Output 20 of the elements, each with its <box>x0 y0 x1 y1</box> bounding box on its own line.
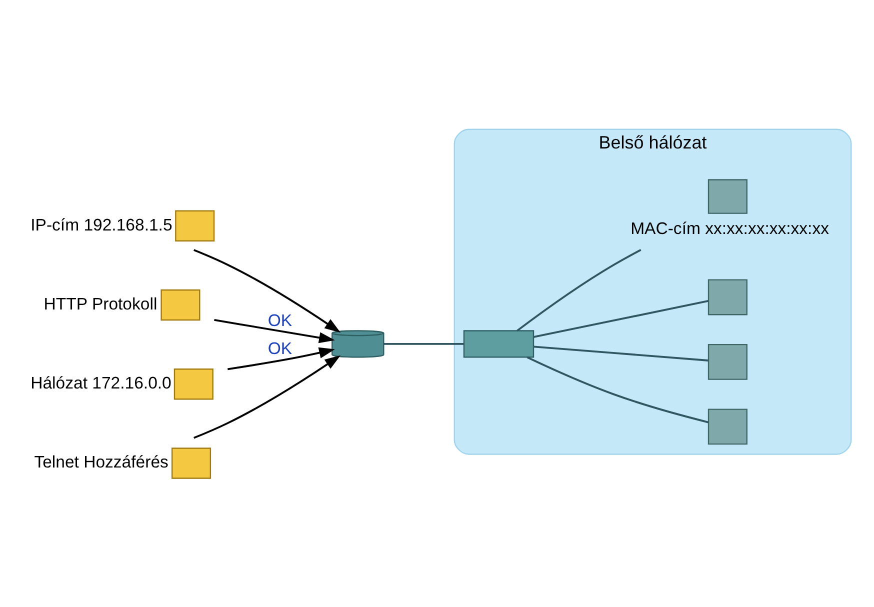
arrow <box>194 355 341 439</box>
node-label: IP-cím 192.168.1.5 <box>30 215 172 234</box>
node-label: Telnet Hozzáférés <box>34 452 168 472</box>
connector <box>526 356 709 424</box>
arrow <box>214 319 335 344</box>
node-label: MAC-cím xx:xx:xx:xx:xx:xx <box>630 218 829 238</box>
connector <box>516 249 642 332</box>
node-box <box>708 344 748 380</box>
edge-label: OK <box>268 311 292 330</box>
connector <box>534 300 708 338</box>
arrow <box>228 347 335 370</box>
connector <box>384 343 464 345</box>
node-box <box>708 408 748 445</box>
node-label: HTTP Protokoll <box>44 294 158 314</box>
node-box <box>708 279 748 316</box>
connector <box>534 346 708 362</box>
edge-label: OK <box>268 338 292 358</box>
node-label: Hálózat 172.16.0.0 <box>30 374 172 393</box>
arrow <box>194 249 341 333</box>
node-box <box>463 330 534 358</box>
